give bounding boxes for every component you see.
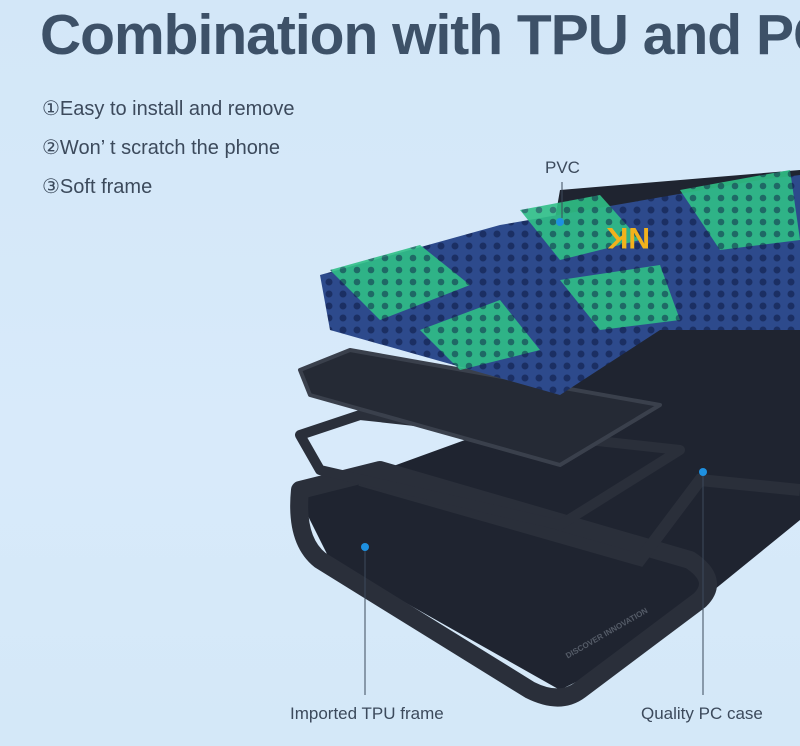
feature-1: ①Easy to install and remove (42, 98, 295, 120)
feature-3: ③Soft frame (42, 176, 153, 198)
pc-callout-dot (699, 468, 707, 476)
pvc-callout-dot (556, 218, 564, 226)
tpu-frame-label: Imported TPU frame (290, 704, 444, 723)
tpu-callout-dot (361, 543, 369, 551)
tpu-frame (290, 461, 800, 707)
inner-frame-2 (295, 410, 685, 530)
pvc-back: NK (320, 170, 800, 395)
pvc-label: PVC (545, 158, 580, 177)
page-title: Combination with TPU and PC (40, 3, 800, 67)
nk-logo: NK (606, 221, 650, 254)
feature-2: ②Won’ t scratch the phone (42, 137, 281, 159)
pc-case-label: Quality PC case (641, 704, 763, 723)
inner-plate (298, 348, 662, 467)
